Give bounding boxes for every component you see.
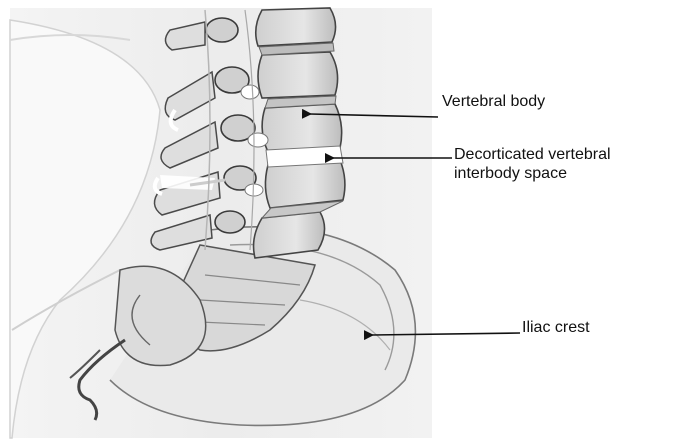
vertebra-l5: [254, 212, 325, 258]
vertebra-l2: [258, 52, 338, 98]
vertebra-l1: [256, 8, 336, 46]
decorticated-label-line1: Decorticated vertebral: [454, 145, 611, 164]
decorticated-interbody-space-label: Decorticated vertebral interbody space: [454, 145, 611, 183]
iliac-crest-label: Iliac crest: [522, 318, 590, 337]
vertebral-body-label: Vertebral body: [442, 92, 545, 111]
vertebra-l4: [265, 160, 344, 208]
vertebra-l3: [262, 104, 342, 152]
decorticated-interbody-space: [266, 146, 343, 167]
decorticated-label-line2: interbody space: [454, 164, 611, 183]
